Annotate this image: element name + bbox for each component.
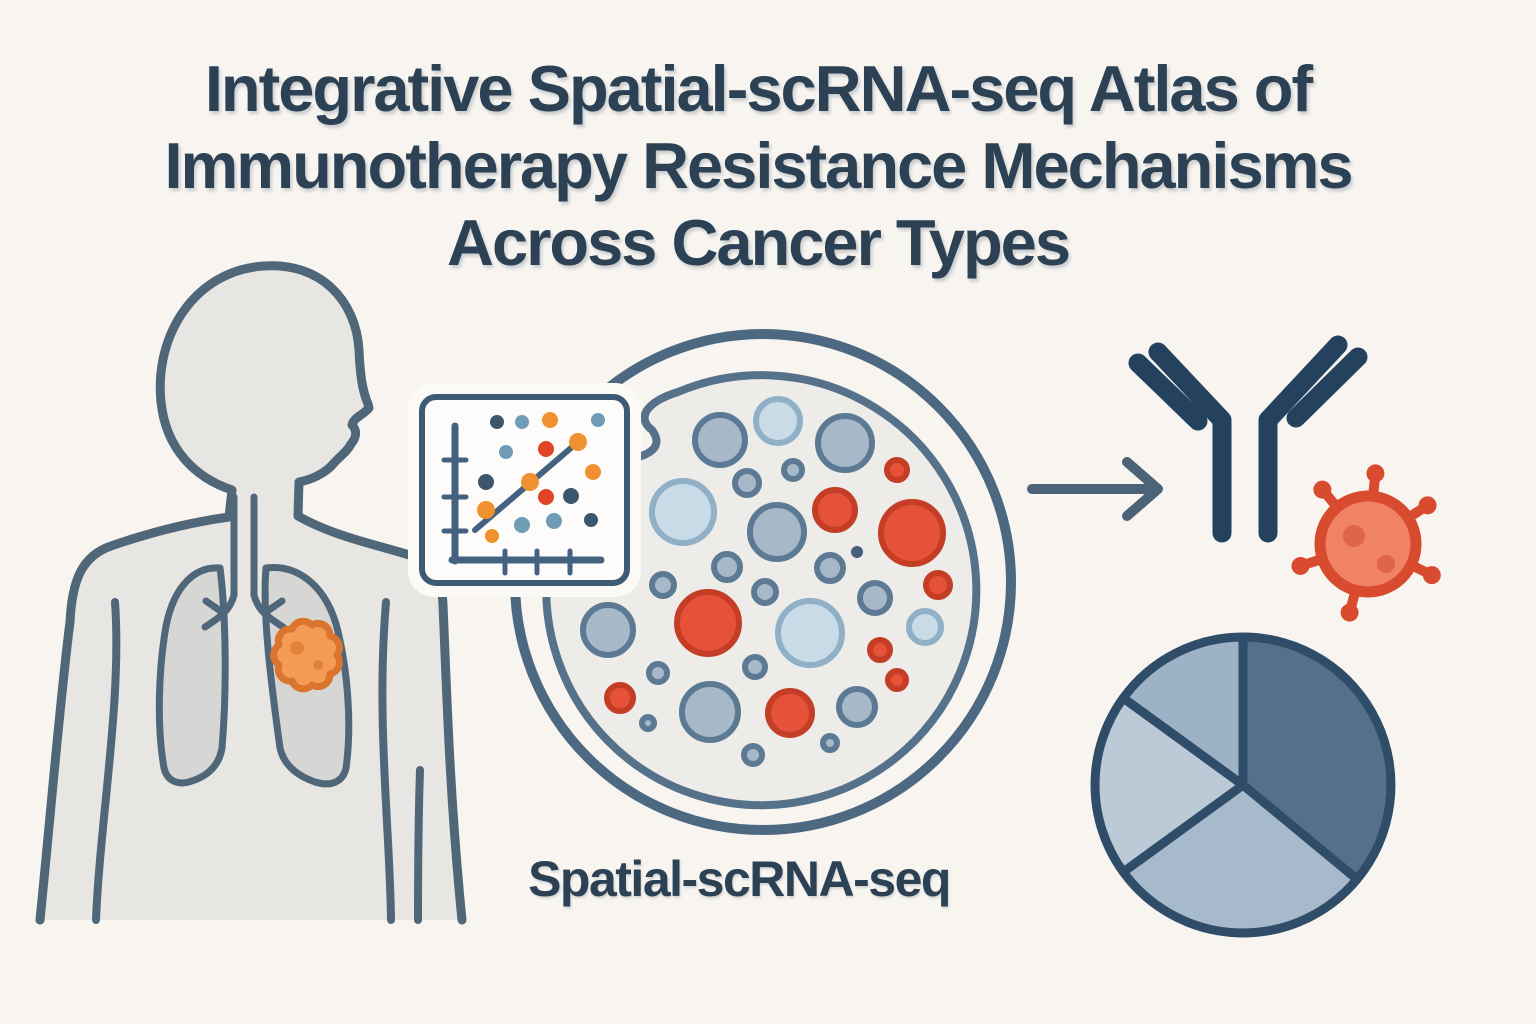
scatter-dot-navy [490,415,504,429]
cell-blue [741,743,765,767]
cell-blue [711,551,743,583]
scatter-dot-red [538,489,554,505]
virus-spike-tip [1340,603,1359,622]
cell-blue [649,571,677,599]
right-arm-inner-line [414,766,424,924]
virus-spike-tip [1291,556,1310,575]
cell-blue [646,661,670,685]
cell-blue [732,468,762,498]
virus-spike-tip [1418,496,1437,515]
virus-spot [1343,525,1365,547]
virus-spot [1377,555,1395,573]
cell-light [753,396,803,446]
scatter-points [477,412,605,543]
scatter-dot-navy [478,474,494,490]
title-line-1: Integrative Spatial-scRNA-seq Atlas of [204,52,1313,125]
virus-spike-tip [1366,464,1385,483]
pie-slice [1118,632,1248,790]
cell-blue [692,412,748,468]
cell-blue [679,681,741,743]
right-arm-line [378,598,395,924]
cell-light [906,608,944,646]
cell-red [884,457,910,483]
scatter-inset [408,383,641,597]
scatter-dot-orange [485,529,499,543]
cell-blue [820,733,840,753]
scatter-dot-orange [585,464,601,480]
cell-red [867,637,893,663]
cell-red [674,589,742,657]
scatter-dot-navy [584,513,598,527]
virus-spike-tip [1422,566,1441,585]
scatter-dot-steel [515,415,529,429]
cell-blue [742,654,768,680]
cell-red [923,570,953,600]
trachea-bronchi-icon [201,493,287,631]
cell-red [885,668,909,692]
cell-blue [815,413,875,473]
cell-blue [781,458,805,482]
title-line-3: Across Cancer Types [447,206,1071,279]
lung-tumor-icon [270,617,343,693]
process-arrow-icon [1027,457,1163,521]
page-title: Integrative Spatial-scRNA-seq Atlas of I… [0,50,1516,281]
scatter-dot-steel [514,517,530,533]
scatter-dot-navy [563,488,579,504]
virus-spike-tip [1313,480,1332,499]
scatter-dot-orange [477,501,495,519]
cell-blue [751,578,779,606]
antibody-icon [1128,335,1368,543]
cell-navy [851,546,863,558]
pie-chart [1090,632,1396,938]
method-label: Spatial-scRNA-seq [528,851,951,907]
cell-blue [836,686,878,728]
cell-red [604,682,636,714]
scatter-dot-steel [546,513,562,529]
title-line-2: Immunotherapy Resistance Mechanisms [164,129,1353,202]
virus-spots [1343,525,1395,573]
cell-cluster [580,396,953,767]
scatter-dot-orange [569,433,587,451]
pie-slice [1118,780,1362,938]
virus-icon [1291,464,1441,622]
cell-red [765,688,815,738]
cell-red [878,499,946,567]
scatter-dot-orange [521,473,539,491]
patient-figure [35,261,467,925]
cell-light [775,598,845,668]
pie-slice [1090,693,1248,877]
scatter-dot-steel [499,445,513,459]
cell-blue [580,602,636,658]
cell-blue [747,502,807,562]
pie-slice [1238,632,1396,884]
cell-blue [857,580,893,616]
axis-ticks [441,457,573,576]
scatter-dot-red [538,441,554,457]
cell-red [812,487,858,533]
cell-light [649,478,717,546]
left-arm-line [92,598,121,924]
scatter-dot-steel [591,413,605,427]
virus-body [1314,490,1422,598]
cell-blue [814,552,846,584]
scatter-dot-orange [542,412,558,428]
cell-blue [639,714,657,732]
